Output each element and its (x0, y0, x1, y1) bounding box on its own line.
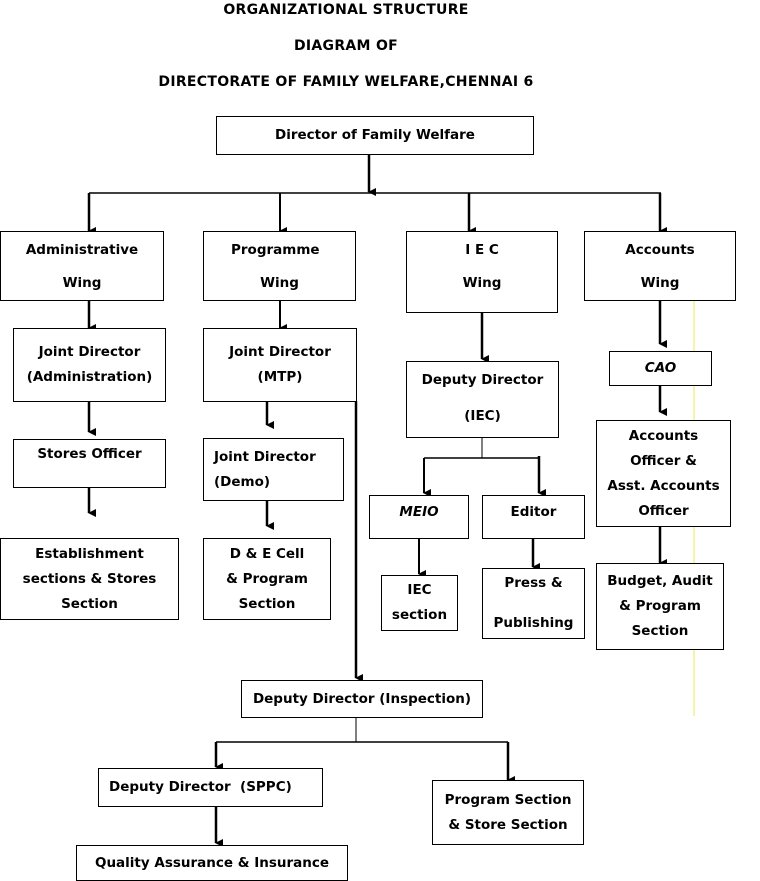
node-label: (Demo) (214, 473, 271, 490)
node-label: D & E Cell (229, 545, 305, 562)
node-director-of-family-welfare: Director of Family Welfare (216, 116, 534, 155)
node-label: & Program (226, 570, 308, 587)
node-deputy-director-iec: Deputy Director (IEC) (406, 361, 559, 438)
node-label: Deputy Director (421, 372, 544, 388)
node-editor: Editor (482, 495, 585, 539)
node-label: Director of Family Welfare (275, 127, 475, 143)
node-label: Press & (504, 575, 563, 591)
node-label: Stores Officer (37, 446, 142, 462)
node-label: Accounts (628, 427, 699, 444)
node-label: Wing (462, 275, 502, 291)
node-label: Establishment (35, 545, 144, 562)
node-iec-section: IEC section (381, 575, 458, 631)
node-label: Officer & (630, 452, 697, 469)
node-label: Programme (231, 242, 320, 258)
node-label: Accounts (625, 242, 695, 258)
chart-title-line-3: DIRECTORATE OF FAMILY WELFARE,CHENNAI 6 (158, 74, 534, 90)
node-program-store-section: Program Section & Store Section (432, 780, 584, 845)
node-jd-demo: Joint Director (Demo) (203, 438, 344, 501)
node-iec-wing: I E C Wing (406, 231, 558, 313)
node-jd-mtp: Joint Director (MTP) (203, 328, 357, 402)
node-label: CAO (644, 360, 677, 376)
node-label: (MTP) (257, 369, 303, 385)
node-label: MEIO (399, 504, 439, 520)
node-label: Section (238, 595, 296, 612)
node-label: Officer (638, 502, 689, 519)
node-label: & Program (619, 598, 701, 614)
node-label: Wing (640, 275, 680, 291)
node-label: Joint Director (229, 344, 331, 360)
node-label: Section (631, 623, 689, 639)
node-cao: CAO (609, 351, 712, 386)
node-label: I E C (465, 242, 499, 258)
node-label: Budget, Audit (607, 573, 713, 589)
node-label: (IEC) (464, 408, 501, 424)
node-dd-sppc: Deputy Director (SPPC) (98, 768, 323, 807)
node-label: Wing (62, 275, 102, 291)
node-label: section (391, 607, 448, 623)
node-dd-inspection: Deputy Director (Inspection) (241, 680, 483, 718)
chart-title-line-2: DIAGRAM OF (293, 38, 399, 54)
node-label: Editor (510, 504, 557, 520)
node-label: sections & Stores (22, 570, 157, 587)
node-label: Joint Director (38, 344, 141, 360)
node-label: Joint Director (214, 448, 316, 465)
node-label: & Store Section (448, 816, 568, 833)
node-label: Quality Assurance & Insurance (94, 854, 330, 871)
node-press-publishing: Press & Publishing (482, 568, 585, 639)
node-label: Program Section (444, 791, 572, 808)
node-label: Wing (260, 275, 299, 291)
node-label: Publishing (493, 615, 574, 631)
node-quality-assurance: Quality Assurance & Insurance (76, 845, 348, 881)
node-label: (Administration) (26, 369, 153, 385)
node-stores-officer: Stores Officer (13, 439, 166, 488)
node-jd-administration: Joint Director (Administration) (13, 328, 166, 402)
node-label: IEC (407, 582, 432, 598)
node-label: Deputy Director (Inspection) (252, 690, 472, 707)
node-label: Asst. Accounts (607, 477, 720, 494)
node-label: Section (61, 595, 118, 612)
node-meio: MEIO (369, 495, 469, 539)
node-label: Deputy Director (SPPC) (109, 779, 292, 795)
chart-title-line-1: ORGANIZATIONAL STRUCTURE (223, 2, 469, 18)
node-label: Administrative (25, 242, 139, 258)
